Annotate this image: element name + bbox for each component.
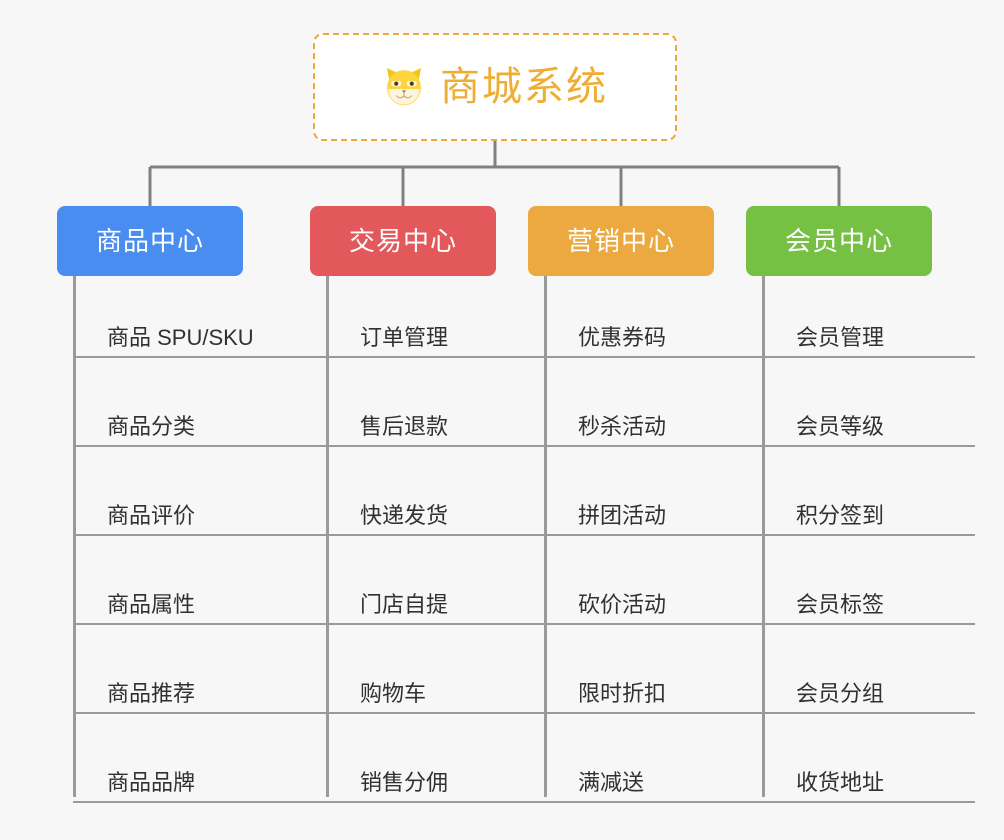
leaf-item-label: 限时折扣 <box>544 681 763 714</box>
leaf-item-label: 订单管理 <box>326 325 548 358</box>
leaf-item[interactable]: 售后退款 <box>326 403 548 447</box>
leaf-item[interactable]: 商品品牌 <box>73 759 332 803</box>
leaf-item[interactable]: 会员标签 <box>762 581 975 625</box>
leaf-item-label: 收货地址 <box>762 770 975 803</box>
leaf-item[interactable]: 收货地址 <box>762 759 975 803</box>
leaf-item-label: 会员分组 <box>762 681 975 714</box>
leaf-item-label: 优惠券码 <box>544 325 763 358</box>
leaf-item-label: 会员标签 <box>762 592 975 625</box>
leaf-item[interactable]: 限时折扣 <box>544 670 763 714</box>
category-label: 会员中心 <box>784 226 893 256</box>
leaf-item-label: 门店自提 <box>326 592 548 625</box>
leaf-item-label: 会员等级 <box>762 414 975 447</box>
shiba-dog-icon <box>387 68 421 106</box>
category-node-4[interactable]: 会员中心 <box>746 206 932 276</box>
root-node[interactable]: 商城系统 <box>313 33 677 141</box>
leaf-item[interactable]: 会员分组 <box>762 670 975 714</box>
category-stem-4 <box>762 276 765 797</box>
leaf-item[interactable]: 商品分类 <box>73 403 332 447</box>
leaf-item-label: 商品属性 <box>73 592 332 625</box>
leaf-item-label: 售后退款 <box>326 414 548 447</box>
leaf-item-label: 快递发货 <box>326 503 548 536</box>
category-label: 营销中心 <box>566 226 675 256</box>
leaf-item-label: 砍价活动 <box>544 592 763 625</box>
leaf-item-label: 商品品牌 <box>73 770 332 803</box>
leaf-item-label: 商品 SPU/SKU <box>73 325 332 358</box>
leaf-item-label: 购物车 <box>326 681 548 714</box>
leaf-item-label: 商品推荐 <box>73 681 332 714</box>
leaf-item[interactable]: 积分签到 <box>762 492 975 536</box>
leaf-item[interactable]: 商品 SPU/SKU <box>73 314 332 358</box>
category-node-1[interactable]: 商品中心 <box>57 206 243 276</box>
leaf-item[interactable]: 门店自提 <box>326 581 548 625</box>
leaf-item-label: 销售分佣 <box>326 770 548 803</box>
category-node-3[interactable]: 营销中心 <box>528 206 714 276</box>
leaf-item[interactable]: 销售分佣 <box>326 759 548 803</box>
leaf-item[interactable]: 订单管理 <box>326 314 548 358</box>
leaf-item[interactable]: 秒杀活动 <box>544 403 763 447</box>
leaf-item[interactable]: 拼团活动 <box>544 492 763 536</box>
leaf-item[interactable]: 会员管理 <box>762 314 975 358</box>
leaf-item-label: 商品分类 <box>73 414 332 447</box>
leaf-item[interactable]: 会员等级 <box>762 403 975 447</box>
leaf-item-label: 积分签到 <box>762 503 975 536</box>
leaf-item-label: 会员管理 <box>762 325 975 358</box>
leaf-item[interactable]: 商品评价 <box>73 492 332 536</box>
category-node-2[interactable]: 交易中心 <box>310 206 496 276</box>
leaf-item[interactable]: 砍价活动 <box>544 581 763 625</box>
leaf-item-label: 拼团活动 <box>544 503 763 536</box>
leaf-item-label: 满减送 <box>544 770 763 803</box>
leaf-item[interactable]: 满减送 <box>544 759 763 803</box>
leaf-item[interactable]: 快递发货 <box>326 492 548 536</box>
leaf-item-label: 商品评价 <box>73 503 332 536</box>
leaf-item[interactable]: 优惠券码 <box>544 314 763 358</box>
leaf-item[interactable]: 商品推荐 <box>73 670 332 714</box>
category-stem-2 <box>326 276 329 797</box>
leaf-item-label: 秒杀活动 <box>544 414 763 447</box>
category-stem-3 <box>544 276 547 797</box>
leaf-item[interactable]: 商品属性 <box>73 581 332 625</box>
category-label: 交易中心 <box>348 226 457 256</box>
category-label: 商品中心 <box>95 226 204 256</box>
category-stem-1 <box>73 276 76 797</box>
leaf-item[interactable]: 购物车 <box>326 670 548 714</box>
root-title: 商城系统 <box>440 65 608 109</box>
